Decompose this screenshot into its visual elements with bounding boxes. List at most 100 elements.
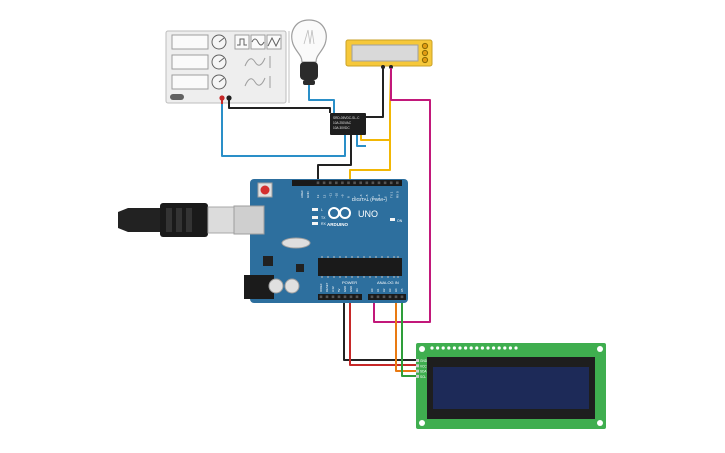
lcd-pin-socket[interactable]	[416, 369, 419, 373]
wire-blue-bulb	[308, 85, 335, 113]
digital-pin-socket[interactable]	[322, 181, 326, 185]
on-label: ON	[397, 219, 403, 223]
digital-pin-socket[interactable]	[335, 181, 338, 185]
digital-pin-label: ~6	[359, 194, 363, 198]
light-bulb-icon[interactable]	[291, 19, 327, 85]
analog-pin-label: A1	[376, 288, 380, 292]
digital-pin-socket[interactable]	[316, 181, 320, 185]
aref-label: AREF	[300, 190, 304, 198]
power-pin-label: IOREF	[319, 283, 323, 292]
fg-terminal-positive[interactable]	[219, 95, 225, 101]
arduino-logo-icon	[328, 207, 351, 219]
digital-pin-label: 13	[316, 194, 320, 198]
fg-row-2	[171, 54, 271, 70]
usb-port	[233, 205, 265, 235]
analog-pin-socket[interactable]	[400, 295, 404, 299]
yellow-display-module[interactable]	[345, 39, 433, 69]
analog-pin-label: A2	[382, 288, 386, 292]
digital-pin-label: ~9	[341, 194, 345, 198]
digital-pin-label: 2	[383, 196, 387, 198]
lcd-top-pin	[458, 346, 462, 350]
power-pin-socket[interactable]	[355, 295, 359, 299]
wire-black-display	[366, 68, 384, 118]
relay-text-2: 10A 250VAC	[333, 121, 352, 125]
power-pin-socket[interactable]	[349, 295, 353, 299]
lcd-pin-socket[interactable]	[416, 374, 419, 378]
analog-pin-label: A0	[370, 288, 374, 292]
rx-label: RX	[321, 222, 327, 226]
lcd-top-pin	[492, 346, 496, 350]
arduino-model: UNO	[358, 209, 378, 219]
analog-pin-socket[interactable]	[388, 295, 392, 299]
digital-pin-label: ~10	[335, 193, 339, 198]
wire-green-lcd	[401, 300, 418, 377]
tx-label: TX	[321, 216, 326, 220]
digital-pin-socket[interactable]	[365, 181, 369, 185]
crystal	[281, 237, 311, 249]
lcd-top-pin	[497, 346, 501, 350]
digital-pin-label: 12	[322, 194, 326, 198]
fg-row-3	[171, 74, 271, 90]
lcd-top-pin	[475, 346, 479, 350]
digital-pin-label: ~11	[328, 193, 332, 198]
wire-magenta	[373, 68, 431, 323]
lcd-pin-socket[interactable]	[416, 359, 419, 362]
microcontroller-chip	[318, 258, 402, 276]
power-pin-label: Vin	[355, 288, 359, 292]
analog-label: ANALOG IN	[377, 280, 399, 285]
lcd-top-pin	[452, 346, 456, 350]
digital-label: DIGITAL (PWM~)	[352, 197, 387, 202]
relay-module[interactable]: SRD-05VDC-SL-C 10A 250VAC 10A 30VDC	[330, 113, 366, 135]
digital-pin-socket[interactable]	[371, 181, 375, 185]
fg-terminal-negative[interactable]	[226, 95, 232, 101]
power-pin-label: GND	[349, 286, 353, 292]
power-pin-socket[interactable]	[343, 295, 347, 299]
analog-pin-socket[interactable]	[376, 295, 380, 299]
gnd-label: GND	[306, 191, 310, 199]
digital-pin-socket[interactable]	[328, 181, 332, 185]
relay-text-1: SRD-05VDC-SL-C	[333, 116, 360, 120]
lcd-top-pin	[430, 346, 434, 350]
wire-blue-arduino	[356, 135, 366, 147]
analog-pin-socket[interactable]	[382, 295, 386, 299]
fg-power-switch[interactable]	[170, 94, 184, 100]
digital-pin-socket[interactable]	[353, 181, 356, 185]
digital-pin-socket[interactable]	[377, 181, 381, 185]
lcd-pin-socket[interactable]	[416, 364, 419, 368]
digital-pin-socket[interactable]	[347, 181, 350, 185]
analog-pin-socket[interactable]	[370, 295, 374, 299]
power-pin-socket[interactable]	[319, 295, 323, 299]
digital-pin-socket[interactable]	[383, 181, 387, 185]
digital-pin-socket[interactable]	[341, 181, 344, 185]
lcd-top-pin	[464, 346, 468, 350]
digital-pin-socket[interactable]	[389, 181, 393, 185]
digital-pin-label: ~3	[377, 194, 381, 198]
relay-text-3: 10A 30VDC	[333, 126, 350, 130]
power-pin-label: GND	[343, 286, 347, 292]
power-pin-socket[interactable]	[331, 295, 335, 299]
analog-pin-socket[interactable]	[394, 295, 398, 299]
digital-pin-socket[interactable]	[396, 181, 399, 185]
power-label: POWER	[342, 280, 357, 285]
analog-header	[368, 294, 406, 300]
power-pin-socket[interactable]	[325, 295, 329, 299]
lcd-top-pin	[441, 346, 445, 350]
function-generator[interactable]	[165, 30, 290, 104]
digital-header	[292, 180, 402, 186]
wire-black-lcd	[343, 300, 418, 361]
power-pin-label: 3.3V	[331, 286, 335, 292]
digital-pin-label: RX 0	[396, 191, 400, 198]
power-pin-label: 5V	[337, 288, 341, 292]
lcd-screen	[433, 367, 589, 409]
lcd-top-pin	[503, 346, 507, 350]
power-pin-socket[interactable]	[337, 295, 341, 299]
digital-pin-socket[interactable]	[359, 181, 362, 185]
wires	[221, 67, 431, 377]
